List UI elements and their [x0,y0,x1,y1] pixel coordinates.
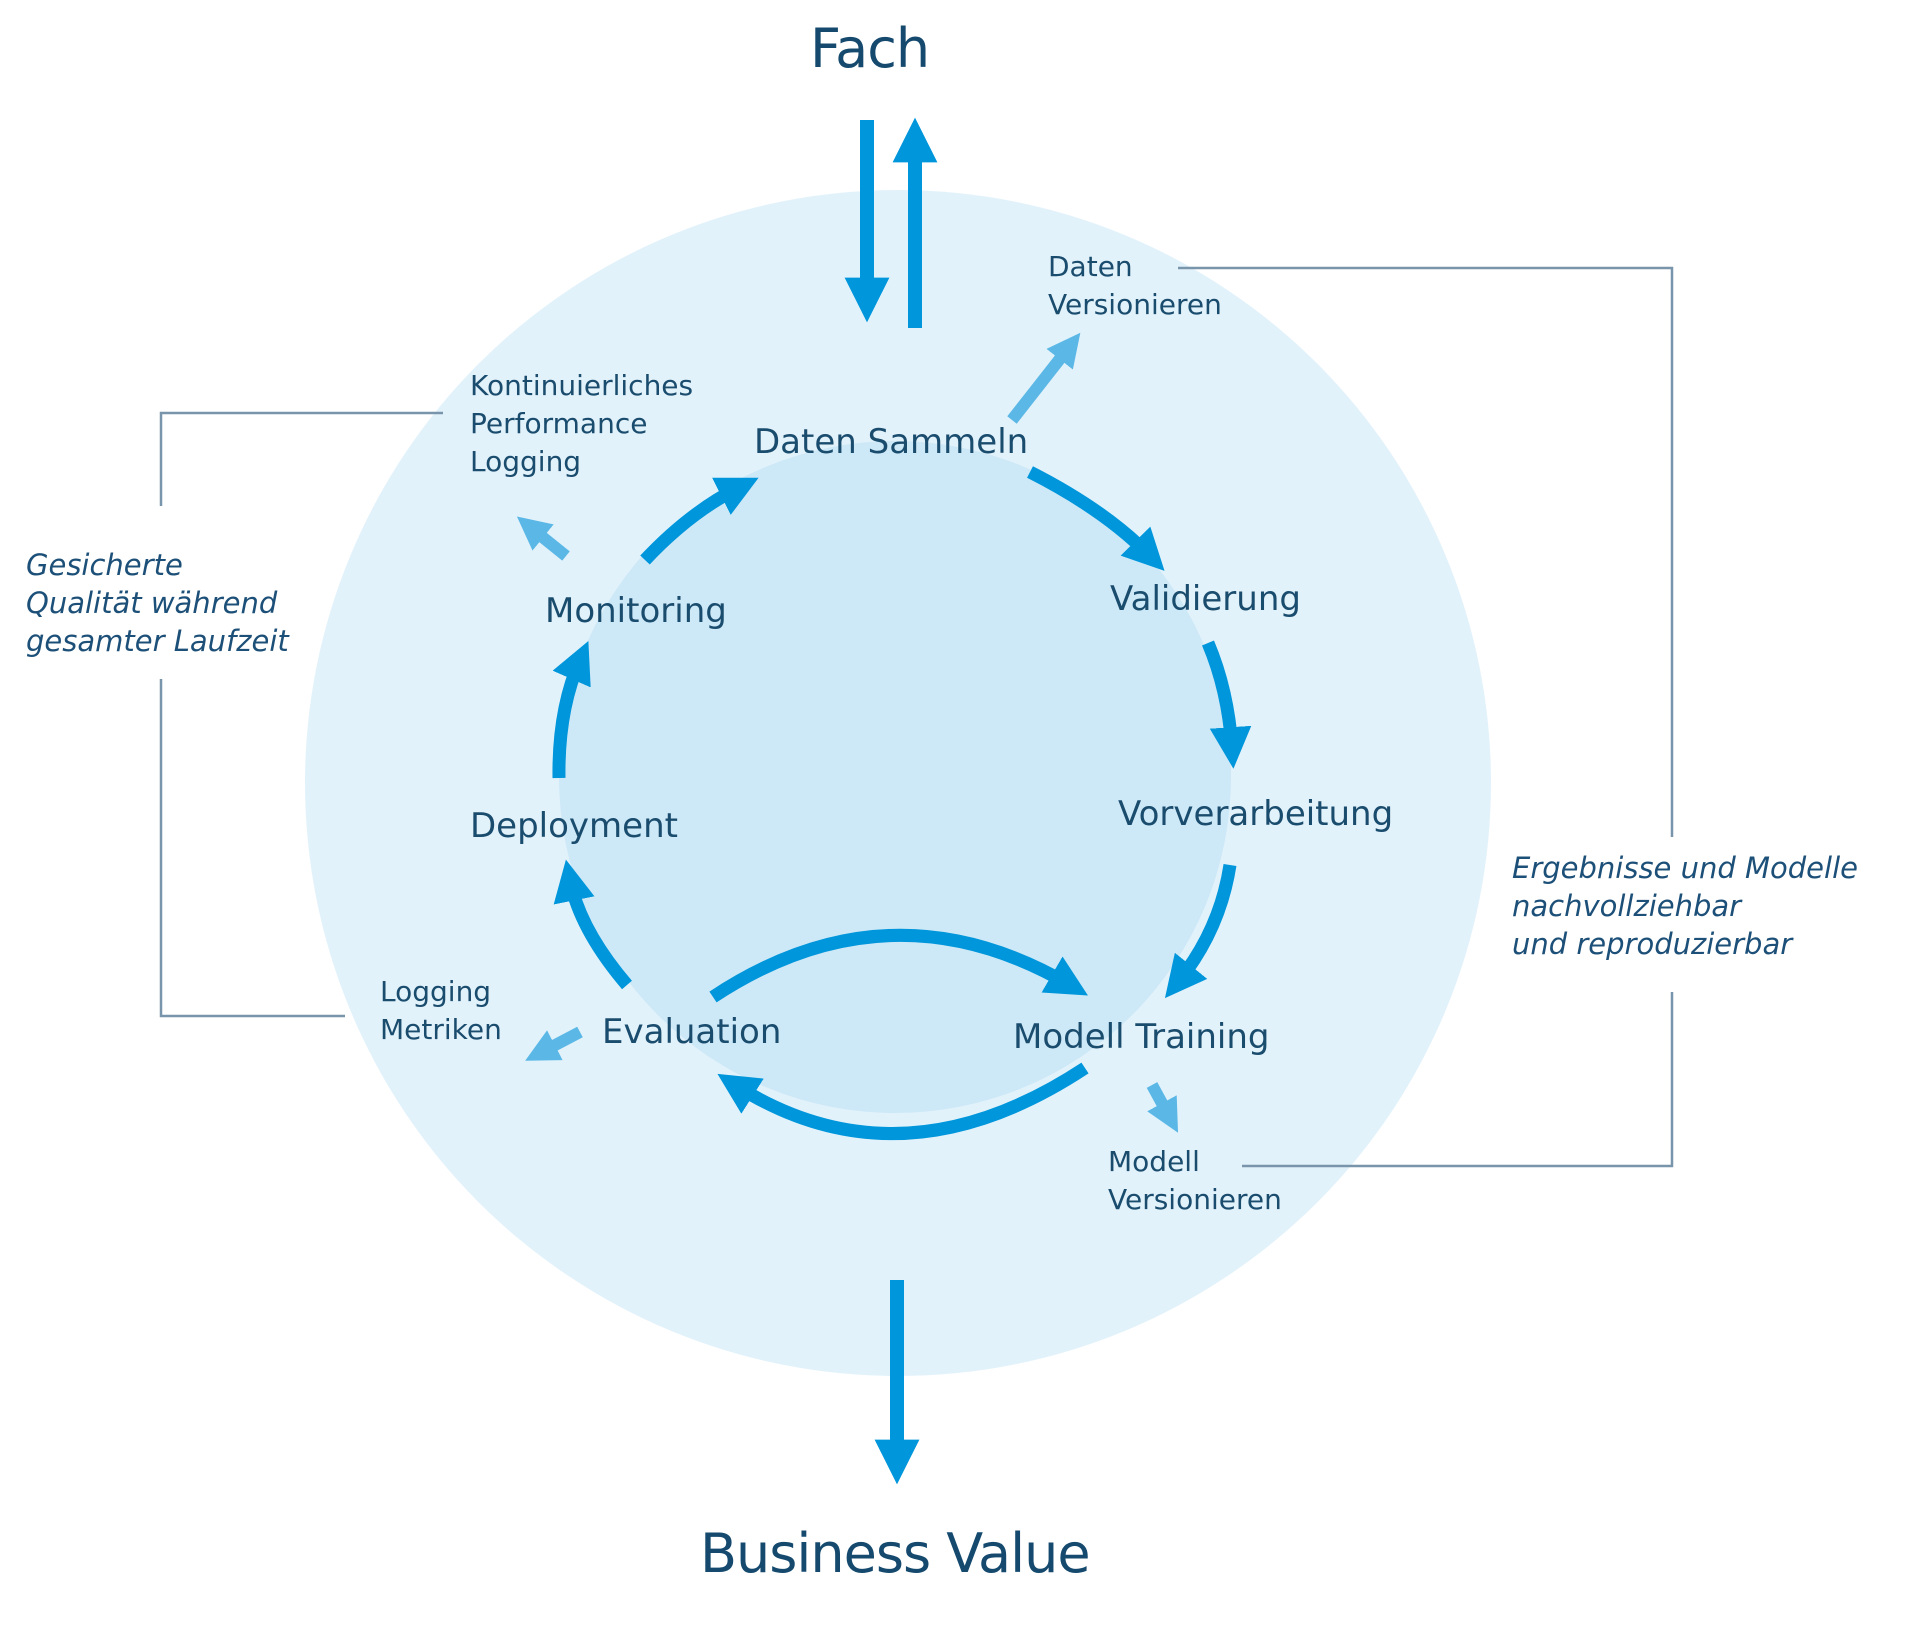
modell-versionieren-line-2: Versionieren [1108,1183,1282,1216]
inner-circle [559,441,1231,1113]
left-bracket-bottom [159,679,345,1018]
arrow-evaluation-to-deployment [553,859,632,990]
arrow-vorverarbeitung-to-training [1164,864,1237,999]
stage-evaluation: Evaluation [602,1012,782,1052]
arrow-evaluation-to-training [709,928,1088,1003]
right-note-line-2: nachvollziehbar [1512,889,1742,923]
arrow-validierung-to-vorverarbeitung [1202,640,1252,769]
modell-versionieren-line-1: Modell [1108,1145,1200,1178]
performance-logging-line-1: Kontinuierliches [470,369,694,402]
stage-validierung: Validierung [1110,579,1301,619]
left-bracket-top [159,411,443,506]
right-note-line-3: und reproduzierbar [1512,927,1793,961]
right-bracket-top [1178,266,1674,837]
performance-logging-line-3: Logging [470,445,582,478]
stage-monitoring: Monitoring [545,591,727,631]
right-note-line-1: Ergebnisse und Modelle [1512,851,1858,885]
daten-versionieren-line-2: Versionieren [1048,288,1222,321]
modell-versionieren-label: Modell Versionieren [1108,1143,1282,1219]
left-note: Gesicherte Qualität während gesamter Lau… [26,546,289,660]
business-value-label: Business Value [700,1522,1091,1585]
left-note-line-3: gesamter Laufzeit [26,624,289,658]
fach-label: Fach [810,17,930,80]
arrow-to-modell-versionieren [1146,1082,1179,1133]
performance-logging-line-2: Performance [470,407,648,440]
stage-deployment: Deployment [470,806,678,846]
arrow-monitoring-to-sammeln [640,477,759,565]
logging-metriken-label: Logging Metriken [380,973,502,1049]
daten-versionieren-label: Daten Versionieren [1048,248,1222,324]
stage-modell-training: Modell Training [1013,1017,1270,1057]
stage-vorverarbeitung: Vorverarbeitung [1118,794,1394,834]
arrow-to-daten-versionieren [1007,332,1081,424]
stage-daten-sammeln: Daten Sammeln [754,422,1029,462]
daten-versionieren-line-1: Daten [1048,250,1133,283]
left-note-line-1: Gesicherte [26,548,183,582]
arrow-sammeln-to-validierung [1027,466,1165,571]
arrow-deployment-to-monitoring [552,640,591,779]
logging-metriken-line-1: Logging [380,975,492,1008]
performance-logging-label: Kontinuierliches Performance Logging [470,367,693,481]
right-note: Ergebnisse und Modelle nachvollziehbar u… [1512,849,1858,963]
arrow-training-to-evaluation [717,1062,1089,1141]
arrow-to-performance-logging [516,516,570,561]
arrow-to-logging-metriken [525,1026,583,1061]
right-bracket-bottom [1242,992,1674,1168]
logging-metriken-line-2: Metriken [380,1013,502,1046]
left-note-line-2: Qualität während [26,586,278,620]
